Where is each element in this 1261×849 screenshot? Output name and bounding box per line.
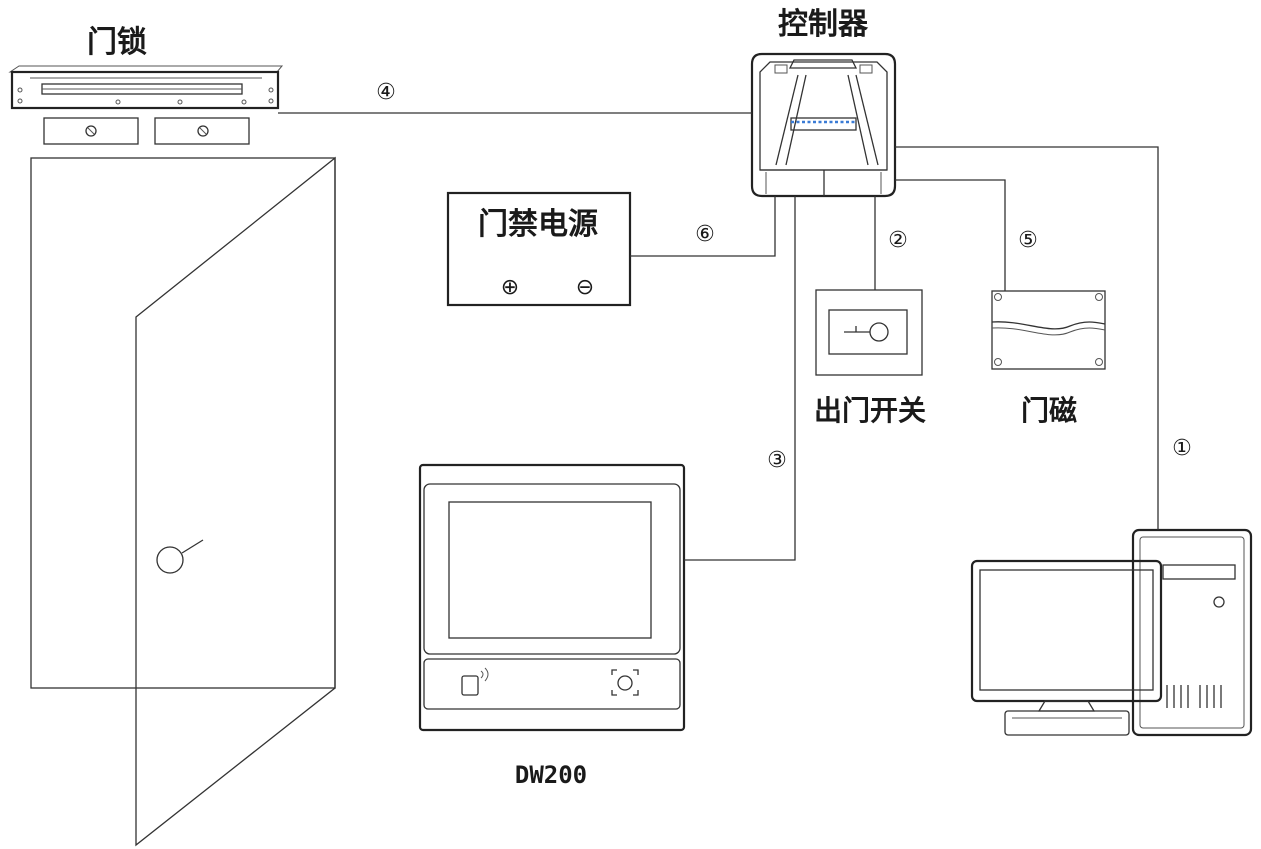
pc-tower-icon xyxy=(1131,528,1253,737)
dw200-device: DW200 xyxy=(418,463,686,789)
connection-numbers: ④ ⑥ ② ⑤ ③ ① xyxy=(376,80,1192,473)
door-sensor-label: 门磁 xyxy=(1021,394,1077,427)
exit-switch: 出门开关 xyxy=(814,289,926,427)
door-sensor-plate xyxy=(991,290,1106,370)
door-lock-label: 门锁 xyxy=(87,25,147,60)
controller: 控制器 xyxy=(750,7,897,198)
power-supply: 门禁电源 ⊕ ⊖ xyxy=(446,191,632,307)
computer xyxy=(970,528,1253,737)
dw200-body xyxy=(418,463,686,732)
wire-door-sensor xyxy=(895,179,1006,291)
connection-number-3: ③ xyxy=(767,448,787,473)
door-sensor-wave-icon xyxy=(991,321,1106,330)
connection-number-2: ② xyxy=(888,228,908,253)
power-supply-label: 门禁电源 xyxy=(478,207,598,242)
connection-number-4: ④ xyxy=(376,80,396,105)
nfc-card-icon xyxy=(461,667,489,696)
dw200-label: DW200 xyxy=(515,761,587,789)
door-leaf xyxy=(135,156,336,847)
power-supply-box xyxy=(446,191,632,307)
exit-switch-outer xyxy=(815,289,923,376)
door-frame xyxy=(30,157,336,689)
connection-number-6: ⑥ xyxy=(695,222,715,247)
controller-box-icon xyxy=(750,52,897,198)
exit-switch-label: 出门开关 xyxy=(814,394,926,427)
magnetic-lock-icon xyxy=(8,65,284,145)
wire-power-supply xyxy=(630,196,776,257)
monitor-icon xyxy=(970,559,1163,736)
connection-number-5: ⑤ xyxy=(1018,228,1038,253)
wiring xyxy=(278,112,1159,561)
door-handle-icon xyxy=(156,546,184,574)
power-plus-sign: ⊕ xyxy=(501,275,519,300)
controller-label: 控制器 xyxy=(778,7,869,42)
face-scan-icon xyxy=(611,669,639,696)
door-handle-lever xyxy=(181,539,204,554)
exit-switch-button-icon xyxy=(869,322,889,342)
door xyxy=(30,156,336,847)
power-minus-sign: ⊖ xyxy=(576,275,594,300)
connection-number-1: ① xyxy=(1172,436,1192,461)
wire-pc xyxy=(895,146,1159,530)
exit-switch-inner xyxy=(828,309,908,355)
dw200-screen xyxy=(448,501,652,639)
door-lock: 门锁 xyxy=(8,25,284,145)
door-sensor: 门磁 xyxy=(991,290,1106,427)
wire-dw200 xyxy=(684,196,796,561)
